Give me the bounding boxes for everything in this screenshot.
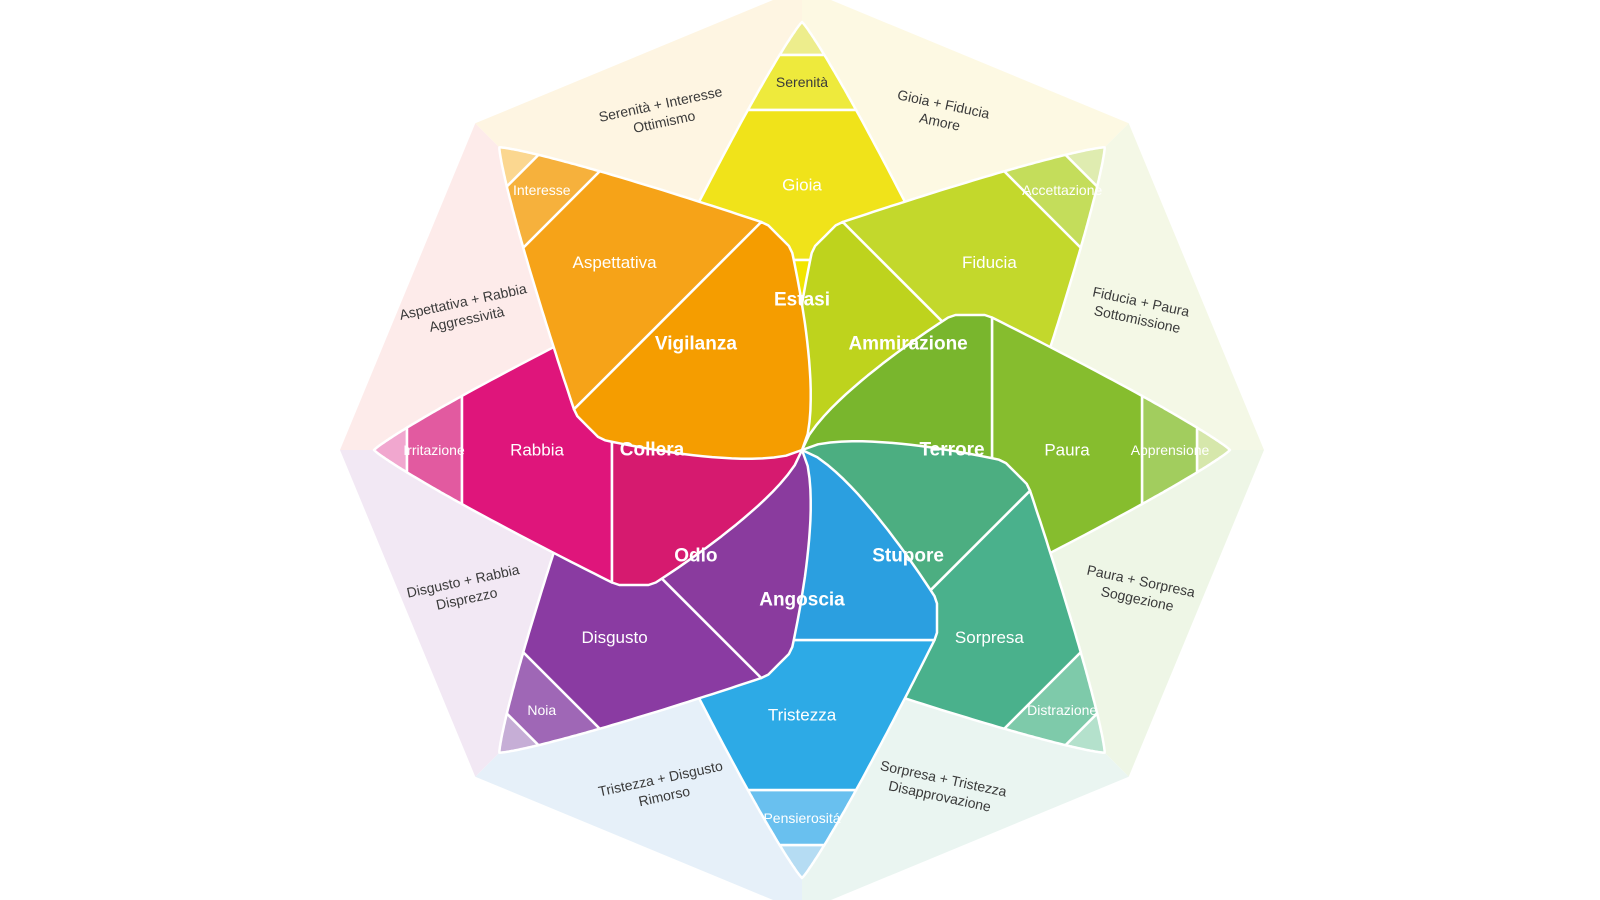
petal-ring: [1002, 650, 1099, 747]
petal-ring: [1140, 394, 1199, 506]
emotion-label: Estasi: [774, 290, 830, 311]
emotion-label: Distrazione: [1027, 702, 1097, 718]
petal-anticipazione: [498, 146, 812, 460]
emotion-label: Rabbia: [510, 441, 564, 460]
emotion-label: Vigilanza: [655, 333, 737, 354]
emotion-label: Noia: [527, 702, 556, 718]
emotion-label: Terrore: [919, 440, 984, 461]
emotion-label: Odio: [674, 546, 717, 567]
petal-ring: [522, 170, 763, 411]
emotion-label: Tristezza: [768, 706, 837, 725]
petal-ring: [505, 153, 602, 250]
emotion-label: Pensierositá: [763, 810, 840, 826]
emotion-label: Collera: [620, 440, 685, 461]
petal-ring: [778, 20, 826, 57]
emotion-label: Interesse: [513, 182, 571, 198]
petal-ring: [1195, 426, 1232, 474]
petal-ring: [498, 712, 540, 754]
emotion-label: Disgusto: [582, 628, 648, 647]
petal-ring: [1002, 153, 1099, 250]
emotion-label: Angoscia: [759, 590, 845, 611]
emotion-label: Ammirazione: [848, 333, 967, 354]
petal-ring: [505, 650, 602, 747]
emotion-label: Fiducia: [962, 253, 1017, 272]
emotion-label: Accettazione: [1022, 182, 1102, 198]
emotion-label: Irritazione: [403, 442, 465, 458]
petal-ring: [1064, 146, 1106, 188]
emotion-label: Serenità: [776, 74, 828, 90]
petal-ring: [405, 394, 464, 506]
emotion-label: Stupore: [872, 546, 944, 567]
emotion-label: Paura: [1044, 441, 1090, 460]
petal-ring: [746, 788, 858, 847]
petal-ring: [746, 53, 858, 112]
petal-ring: [498, 146, 540, 188]
emotion-label: Gioia: [782, 176, 822, 195]
petal-ring: [572, 220, 812, 460]
emotion-label: Apprensione: [1131, 442, 1210, 458]
petal-ring: [778, 843, 826, 880]
emotion-label: Sorpresa: [955, 628, 1025, 647]
emotion-label: Aspettativa: [573, 253, 658, 272]
petal-ring: [1064, 712, 1106, 754]
emotion-petals: [372, 20, 1232, 880]
petal-ring: [372, 426, 409, 474]
